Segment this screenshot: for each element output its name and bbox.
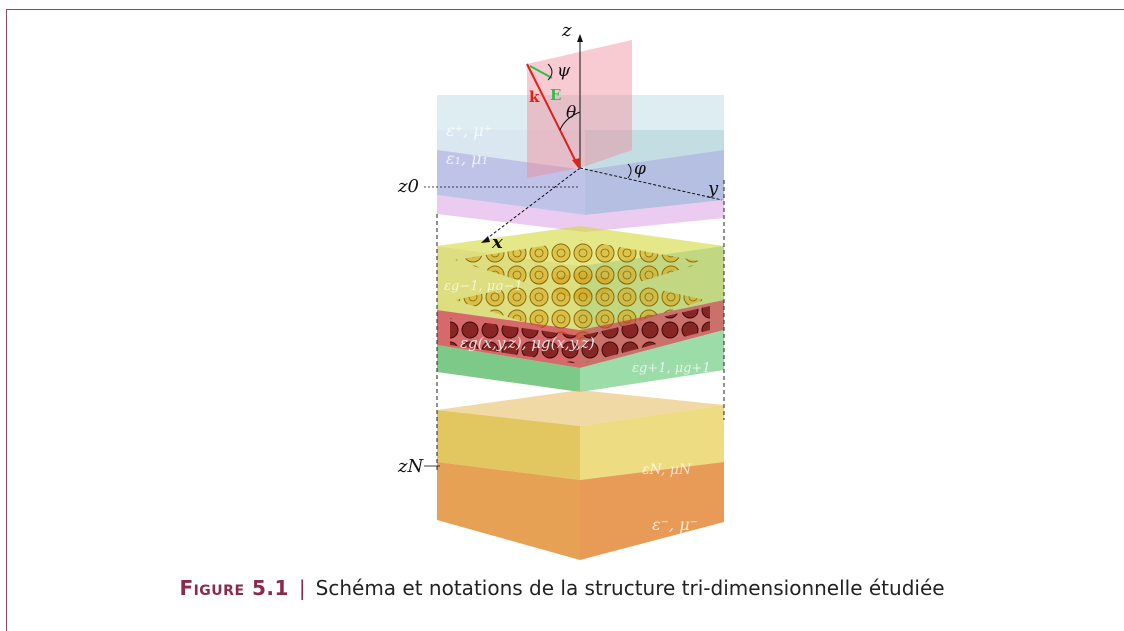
- theta-arc: [559, 111, 581, 131]
- e-vector-label: E: [550, 86, 561, 104]
- phi-arc: [627, 163, 632, 179]
- psi-angle-label: ψ: [557, 61, 571, 81]
- k-vector-arrow: [572, 158, 580, 170]
- frame-left-rule: [6, 9, 7, 631]
- caption-separator: |: [298, 576, 306, 600]
- layer-1-band: [437, 150, 724, 215]
- z0-plane-label: z0: [397, 176, 419, 197]
- red-sphere-row: [450, 318, 580, 364]
- k-vector: [526, 63, 579, 167]
- layer-g-plus-front: [437, 345, 580, 392]
- x-axis-arrow: [481, 236, 490, 243]
- layer-g-plus-label: εg+1, μg+1: [632, 361, 711, 376]
- k-vector-label: k: [529, 88, 540, 106]
- layer-1-lower-band: [437, 195, 724, 232]
- layer-g-label: εg(x,y,z), μg(x,y,z): [460, 334, 595, 352]
- sphere-lattice-lower: [455, 272, 705, 340]
- layer-g-minus-label: εg−1, μg−1: [444, 279, 523, 294]
- z-axis-arrow: [577, 34, 583, 42]
- lower-block-top-face: [437, 390, 724, 426]
- top-medium-label: ε⁺, μ⁺: [446, 121, 492, 140]
- layer-1-label: ε₁, μ₁: [446, 149, 488, 168]
- bottom-medium-label: ε⁻, μ⁻: [652, 515, 698, 534]
- bottom-half-front: [437, 462, 580, 560]
- red-sphere-row-side: [580, 306, 710, 364]
- psi-arc: [547, 63, 553, 81]
- phi-angle-label: φ: [634, 159, 646, 179]
- bottom-half-side: [580, 462, 724, 560]
- sphere-lattice: [455, 240, 705, 300]
- layer-n-side: [580, 405, 724, 480]
- frame-top-rule: [6, 9, 1124, 10]
- x-axis-label: x: [491, 232, 503, 253]
- figure-number: Figure 5.1: [179, 576, 289, 600]
- y-axis-label: y: [707, 178, 719, 199]
- layer-n-label: εN, μN: [642, 462, 692, 478]
- zN-plane-label: zN: [397, 456, 424, 477]
- caption-text: Schéma et notations de la structure tri-…: [315, 576, 945, 600]
- central-block: [437, 226, 724, 392]
- lower-block: [437, 390, 724, 560]
- layered-structure-diagram: z y x z0 zN k E ψ θ φ ε⁺, μ⁺ ε₁, μ₁ εg−1…: [397, 20, 725, 560]
- e-vector: [529, 65, 553, 79]
- upper-block: [437, 95, 724, 232]
- z-axis-label: z: [561, 20, 572, 41]
- y-axis: [579, 167, 723, 201]
- figure-caption: Figure 5.1 | Schéma et notations de la str…: [0, 576, 1124, 600]
- theta-angle-label: θ: [566, 103, 576, 123]
- layer-g-plus-side: [580, 330, 724, 392]
- layer-n-front: [437, 410, 580, 480]
